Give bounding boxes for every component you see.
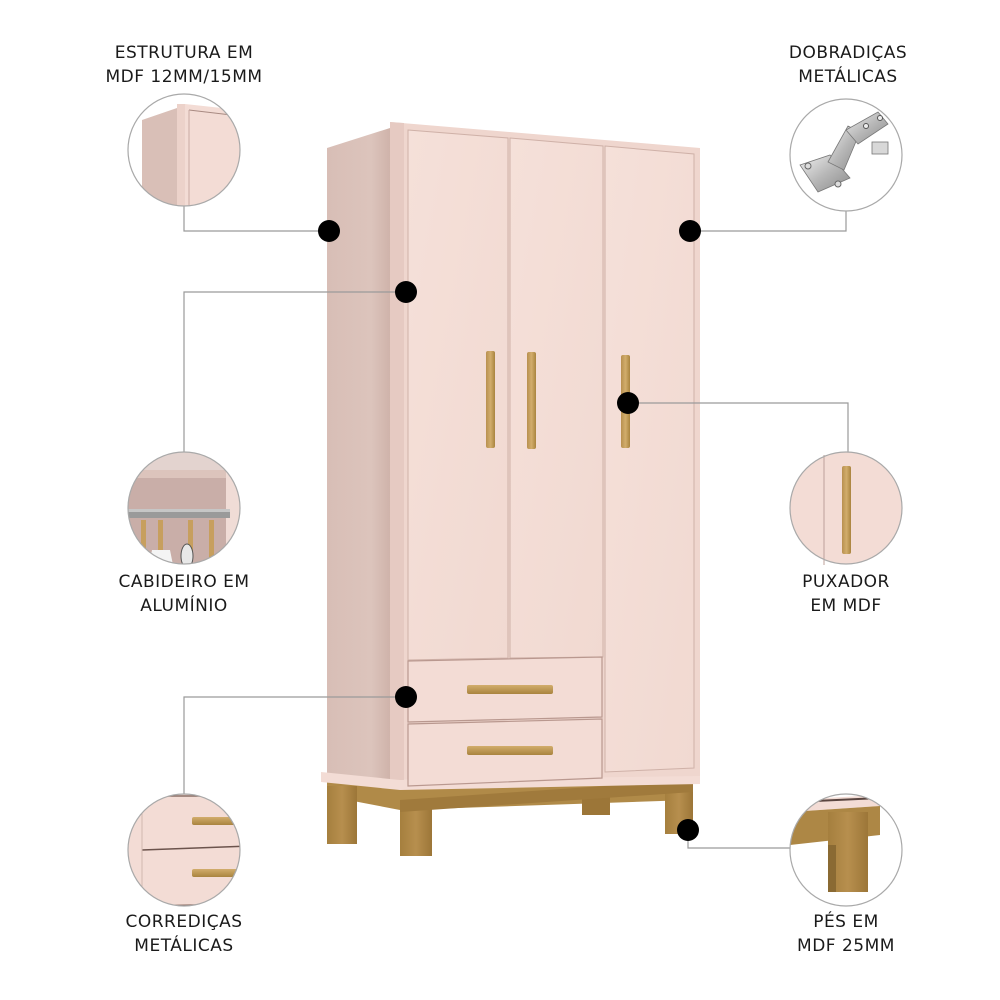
callout-dots xyxy=(318,220,701,841)
feature-label-line1: ESTRUTURA EM xyxy=(114,43,254,63)
feature-label-line2: MDF 25MM xyxy=(797,936,895,956)
feature-label-pes: PÉS EM MDF 25MM xyxy=(746,910,946,958)
hinge-icon xyxy=(789,98,903,212)
feature-label-cabideiro: CABIDEIRO EM ALUMÍNIO xyxy=(84,570,284,618)
feature-label-puxador: PUXADOR EM MDF xyxy=(746,570,946,618)
feature-label-line2: EM MDF xyxy=(810,596,882,616)
feature-label-line1: DOBRADIÇAS xyxy=(788,43,908,63)
wardrobe xyxy=(321,122,700,856)
callout-lines xyxy=(183,206,849,849)
feature-label-line2: MDF 12MM/15MM xyxy=(105,67,263,87)
handle-icon xyxy=(789,451,903,565)
drawer-slide-icon xyxy=(127,793,241,907)
cabinet-corner-icon xyxy=(127,93,241,207)
feature-label-corredicas: CORREDIÇAS METÁLICAS xyxy=(84,910,284,958)
feature-label-line2: METÁLICAS xyxy=(134,936,234,956)
feature-label-line1: PUXADOR xyxy=(802,572,890,592)
feature-label-dobradicas: DOBRADIÇAS METÁLICAS xyxy=(748,41,948,89)
feature-label-line1: CORREDIÇAS xyxy=(125,912,243,932)
wood-leg-icon xyxy=(789,793,903,907)
feature-label-line2: ALUMÍNIO xyxy=(140,596,228,616)
hanger-rail-icon xyxy=(127,451,241,565)
feature-label-estrutura: ESTRUTURA EM MDF 12MM/15MM xyxy=(84,41,284,89)
feature-label-line1: CABIDEIRO EM xyxy=(118,572,250,592)
feature-label-line2: METÁLICAS xyxy=(798,67,898,87)
feature-label-line1: PÉS EM xyxy=(813,912,879,932)
